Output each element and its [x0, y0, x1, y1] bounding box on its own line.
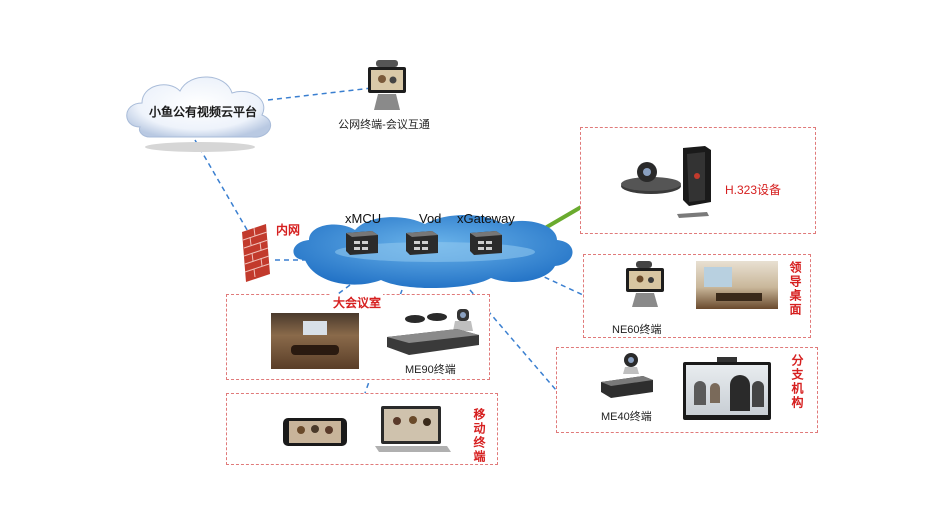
- server-icon: [346, 231, 378, 255]
- me40-label: ME40终端: [601, 411, 652, 423]
- cloud-shape: [126, 76, 272, 152]
- server-icon: [406, 231, 438, 255]
- person-figure: [710, 383, 720, 403]
- server-label-xgateway: xGateway: [457, 211, 515, 226]
- public-terminal: [362, 58, 412, 112]
- meeting-screen: [303, 321, 327, 335]
- person-figure: [694, 381, 706, 405]
- ne60-terminal-icon: [626, 261, 664, 307]
- terminal-icon: [368, 60, 406, 110]
- mobile-label: 移动终端: [472, 408, 486, 464]
- office-window: [704, 267, 732, 287]
- meeting-room-box: 大会议室 ME90终端: [226, 294, 490, 380]
- server-xmcu: [342, 229, 380, 262]
- ne60-label: NE60终端: [612, 324, 662, 336]
- me90-device-icon: [387, 309, 479, 355]
- person-figure: [752, 381, 764, 407]
- h323-device-icon: [621, 146, 711, 218]
- office-photo: [696, 261, 778, 309]
- smartphone-icon: [283, 418, 347, 446]
- meeting-room-photo: [271, 313, 359, 369]
- branch-tv-screen: [686, 365, 768, 415]
- public-terminal-label: 公网终端-会议互通: [338, 119, 430, 131]
- me40-device-icon: [601, 353, 653, 398]
- meeting-table: [291, 345, 339, 355]
- me90-label: ME90终端: [405, 364, 456, 376]
- firewall-icon: [242, 224, 270, 282]
- server-xgateway: [466, 229, 504, 262]
- public-cloud: 小鱼公有视频云平台: [120, 65, 280, 155]
- cloud-to-firewall-line: [194, 139, 251, 236]
- branch-tv: [683, 357, 771, 420]
- server-label-vod: Vod: [419, 211, 442, 226]
- server-icon: [470, 231, 502, 255]
- leader-desk-label: 领导桌面: [788, 261, 802, 317]
- office-desk: [716, 293, 762, 301]
- meeting-room-label: 大会议室: [331, 294, 384, 311]
- laptop-icon: [375, 406, 451, 452]
- firewall-label: 内网: [276, 223, 301, 237]
- branch-label: 分支机构: [790, 354, 804, 410]
- server-label-xmcu: xMCU: [345, 211, 382, 226]
- h323-box: H.323设备: [580, 127, 816, 234]
- server-vod: [402, 229, 440, 262]
- firewall: [240, 222, 272, 284]
- branch-box: ME40终端 分支机构: [556, 347, 818, 433]
- cloud-to-public-line: [267, 87, 373, 101]
- cloud-label: 小鱼公有视频云平台: [148, 105, 257, 119]
- h323-label: H.323设备: [725, 183, 782, 197]
- leader-desk-box: NE60终端 领导桌面: [583, 254, 811, 338]
- person-figure: [730, 375, 750, 411]
- branch-tv-camera: [717, 357, 737, 362]
- mobile-box: 移动终端: [226, 393, 498, 465]
